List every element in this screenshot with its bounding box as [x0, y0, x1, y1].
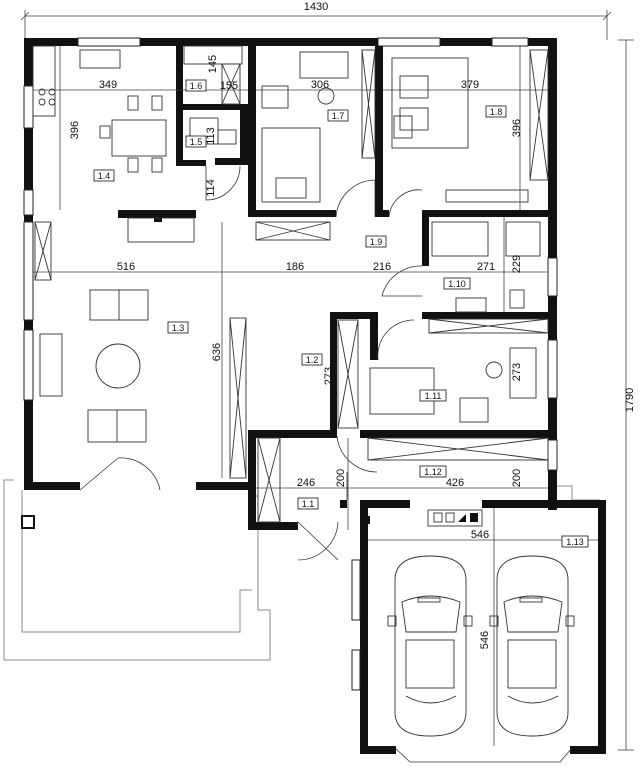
exterior-walls — [24, 38, 557, 510]
dim-bed18-depth: 396 — [511, 119, 523, 137]
car-left — [387, 555, 473, 737]
dim-room12-depth: 273 — [323, 367, 335, 385]
svg-text:1.13: 1.13 — [566, 537, 584, 547]
dim-room16-b: 155 — [220, 80, 238, 92]
windows — [23, 37, 558, 691]
dim-bed17-width: 306 — [311, 79, 329, 91]
bath-furniture — [189, 117, 541, 313]
terrace-outline — [3, 479, 271, 661]
kitchen-furniture — [32, 45, 195, 243]
dim-entry-width: 246 — [297, 477, 315, 489]
room-label-1-8: 1.8 — [485, 105, 507, 118]
dim-entry-depth: 200 — [335, 469, 347, 487]
dim-garage-depth: 546 — [479, 631, 491, 649]
garage-panel — [427, 509, 483, 527]
svg-text:1.3: 1.3 — [172, 323, 185, 333]
svg-text:1.9: 1.9 — [370, 237, 383, 247]
dim-corr-width: 186 — [286, 261, 304, 273]
svg-text:1.5: 1.5 — [190, 137, 203, 147]
room-label-1-11: 1.11 — [419, 389, 447, 402]
dim-hall-step: 114 — [205, 179, 217, 197]
room-label-1-3: 1.3 — [167, 321, 189, 334]
svg-text:1.2: 1.2 — [306, 355, 319, 365]
overall-width-dimension: 1430 — [20, 1, 612, 40]
svg-text:1.7: 1.7 — [332, 111, 345, 121]
svg-text:1.6: 1.6 — [190, 81, 203, 91]
car-right — [489, 555, 575, 737]
wardrobes — [34, 45, 549, 523]
dim-living-depth: 636 — [211, 343, 223, 361]
room-label-1-2: 1.2 — [301, 353, 323, 366]
svg-text:1.11: 1.11 — [425, 391, 442, 401]
room-label-1-1: 1.1 — [297, 497, 319, 510]
dim-room15: 113 — [205, 127, 217, 145]
dim-bed18-width: 379 — [461, 79, 479, 91]
room-label-1-9: 1.9 — [365, 235, 387, 248]
overall-depth-dimension: 1790 — [618, 39, 636, 751]
dim-room111-depth: 273 — [511, 363, 523, 381]
terrace-column — [21, 515, 35, 529]
dimension-values: 349 396 145 155 113 114 306 379 396 516 … — [69, 55, 523, 649]
room-label-1-6: 1.6 — [185, 79, 207, 92]
overall-depth-label: 1790 — [624, 388, 636, 412]
room-label-1-12: 1.12 — [419, 465, 447, 478]
dim-utility-depth: 200 — [511, 469, 523, 487]
garage-side-path — [552, 485, 601, 752]
bedroom-furniture — [261, 51, 537, 423]
svg-text:1.8: 1.8 — [490, 107, 503, 117]
room-label-1-4: 1.4 — [93, 169, 115, 182]
room-labels: 1.1 1.2 1.3 1.4 1.5 1.6 1.7 1.8 1.9 1.10… — [93, 79, 589, 548]
dim-bath-width: 271 — [477, 261, 495, 273]
svg-text:1.12: 1.12 — [424, 467, 442, 477]
doors — [79, 165, 573, 763]
dim-living-width: 516 — [117, 261, 135, 273]
dim-garage-width: 546 — [471, 529, 489, 541]
dim-hall-width: 216 — [373, 261, 391, 273]
overall-width-label: 1430 — [304, 1, 328, 13]
interior-walls — [118, 46, 606, 754]
dim-kitchen-depth: 396 — [69, 121, 81, 139]
room-label-1-5: 1.5 — [185, 135, 207, 148]
dimension-lines — [33, 46, 598, 746]
svg-text:1.10: 1.10 — [448, 279, 466, 289]
svg-text:1.1: 1.1 — [302, 499, 315, 509]
room-label-1-10: 1.10 — [443, 277, 471, 290]
dim-bath-depth: 229 — [511, 255, 523, 273]
dim-room16-a: 145 — [207, 55, 219, 73]
dim-kitchen-width: 349 — [99, 79, 117, 91]
living-furniture — [39, 289, 149, 443]
room-label-1-7: 1.7 — [327, 109, 349, 122]
dim-utility-width: 426 — [446, 477, 464, 489]
room-label-1-13: 1.13 — [561, 535, 589, 548]
svg-text:1.4: 1.4 — [98, 171, 111, 181]
